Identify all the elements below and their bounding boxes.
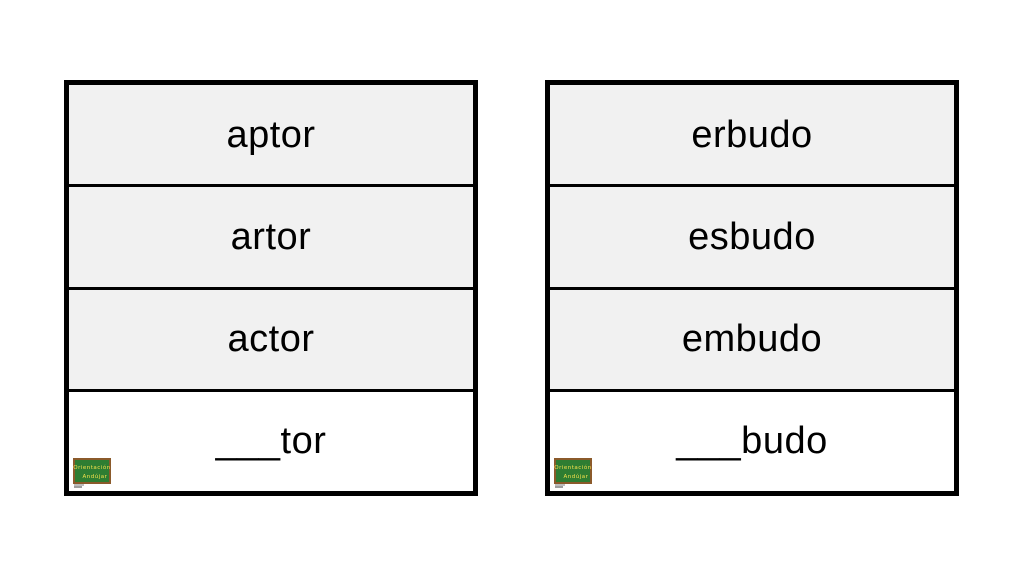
logo-line2: Andújar (564, 473, 589, 480)
option-word: aptor (226, 113, 316, 156)
logo-line1: Orientación (554, 464, 591, 471)
option-cell[interactable]: embudo (550, 289, 954, 392)
option-word: actor (227, 318, 315, 361)
prompt-cell: ___tor Orientación Andújar (69, 391, 473, 491)
option-word: embudo (681, 318, 823, 361)
logo-line2: Andújar (83, 473, 108, 480)
prompt-word: ___budo (676, 420, 828, 463)
prompt-cell: ___budo Orientación Andújar (550, 391, 954, 491)
option-word: erbudo (691, 113, 813, 156)
option-cell[interactable]: aptor (69, 85, 473, 188)
option-cell[interactable]: erbudo (550, 85, 954, 188)
orientacion-andujar-logo: Orientación Andújar (73, 458, 111, 488)
prompt-word: ___tor (215, 420, 327, 463)
option-word: esbudo (688, 215, 816, 258)
option-cell[interactable]: esbudo (550, 187, 954, 290)
option-cell[interactable]: artor (69, 187, 473, 290)
logo-line1: Orientación (73, 464, 110, 471)
option-word: artor (230, 215, 312, 258)
option-cell[interactable]: actor (69, 289, 473, 392)
word-card-right: erbudo esbudo embudo ___budo Orientación… (545, 80, 959, 496)
word-card-left: aptor artor actor ___tor Orientación And… (64, 80, 478, 496)
orientacion-andujar-logo: Orientación Andújar (554, 458, 592, 488)
